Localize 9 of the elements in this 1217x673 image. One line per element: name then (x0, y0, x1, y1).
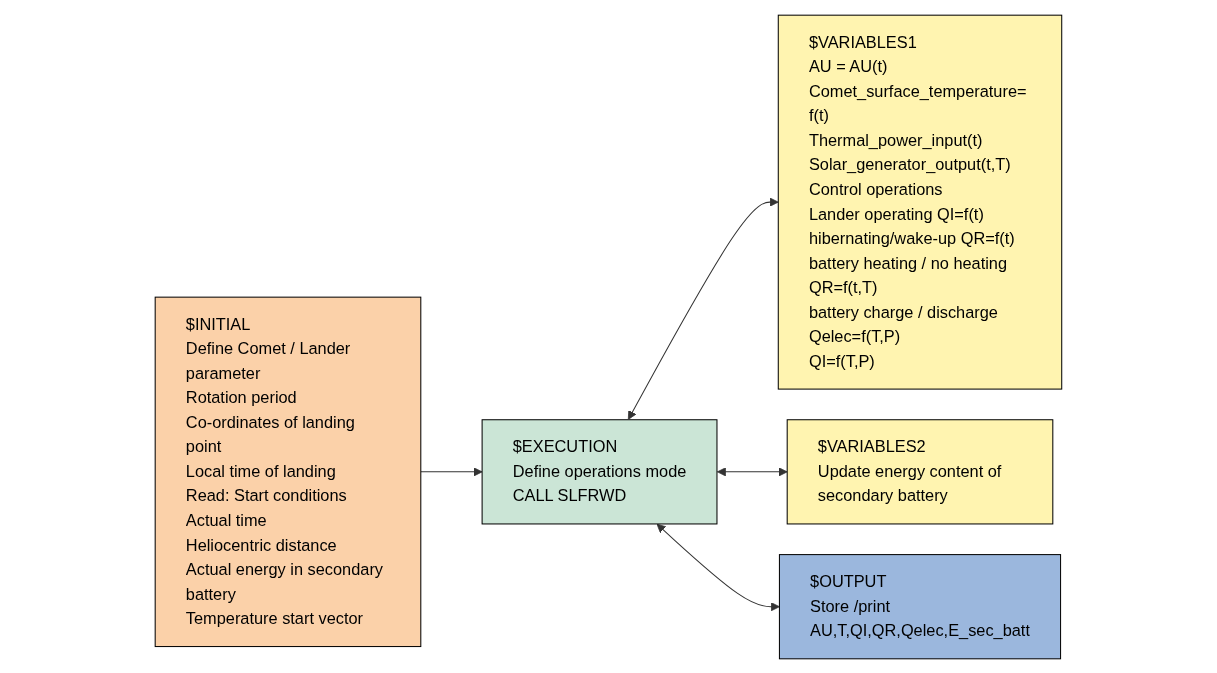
node-box: $INITIAL Define Comet / Lander parameter Rotation period Co-ordinates of landing point Local time of landing Read: Start conditions Actual time Heliocentric distance Actual energy in secondary battery Temperature start vector (154, 296, 422, 647)
arrow (656, 523, 780, 611)
node-box: $OUTPUT Store /print AU,T,QI,QR,Qelec,E_sec_batt (778, 553, 1062, 659)
node-box: $VARIABLES1 AU = AU(t) Comet_surface_temperature= f(t) Thermal_power_input(t) Solar_generator_output(t,T) Control operations Lander operating QI=f(t) hibernating/wake-up QR=f(t) battery heating / no heating QR=f(t,T) battery charge / discharge Qelec=f(T,P) QI=f(T,P) (777, 14, 1063, 390)
arrow (420, 466, 483, 476)
node-box: $VARIABLES2 Update energy content of secondary battery (786, 418, 1054, 524)
node-box: $EXECUTION Define operations mode CALL SLFRWD (481, 418, 718, 524)
arrow (717, 466, 788, 476)
arrow (628, 197, 779, 420)
